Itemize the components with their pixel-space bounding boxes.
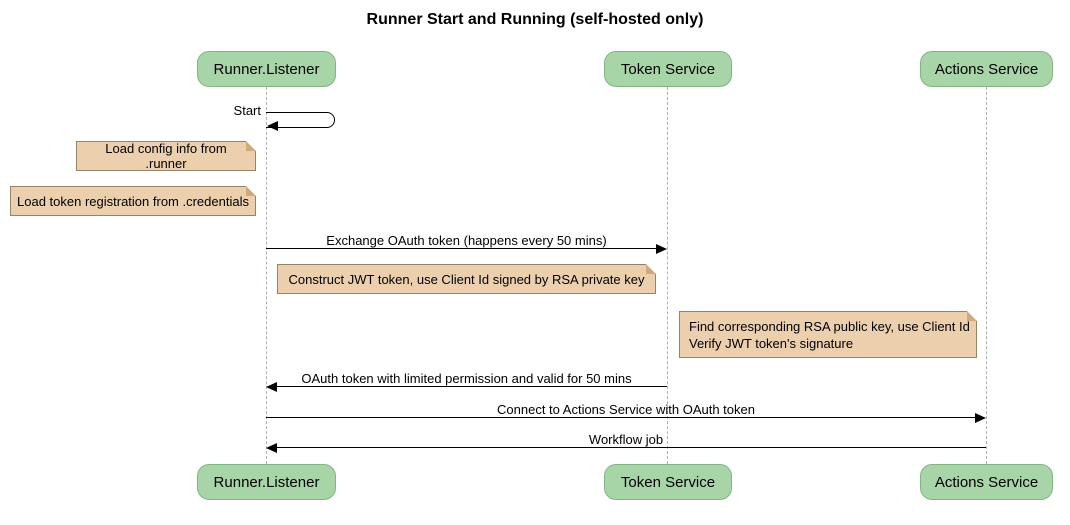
note-verify-jwt: Find corresponding RSA public key, use C… bbox=[679, 311, 977, 358]
note-text: Load config info from .runner bbox=[105, 141, 227, 171]
note-text: Construct JWT token, use Client Id signe… bbox=[288, 271, 645, 287]
participant-actions-service-bottom: Actions Service bbox=[920, 464, 1053, 500]
message-label-workflow-job: Workflow job bbox=[588, 432, 664, 447]
message-label-connect-actions: Connect to Actions Service with OAuth to… bbox=[497, 402, 755, 417]
participant-runner-listener-bottom: Runner.Listener bbox=[197, 464, 336, 500]
message-line bbox=[275, 386, 667, 387]
arrowhead-left-icon bbox=[266, 443, 277, 453]
note-fold-icon bbox=[246, 141, 256, 151]
arrowhead-left-icon bbox=[267, 121, 278, 131]
participant-label: Runner.Listener bbox=[213, 473, 320, 491]
message-line bbox=[266, 248, 658, 249]
participant-runner-listener-top: Runner.Listener bbox=[197, 51, 336, 87]
note-load-config: Load config info from .runner bbox=[76, 141, 256, 171]
participant-token-service-bottom: Token Service bbox=[604, 464, 732, 500]
note-fold-icon bbox=[246, 186, 256, 196]
participant-label: Actions Service bbox=[934, 60, 1039, 78]
self-message-loop bbox=[266, 112, 335, 128]
participant-token-service-top: Token Service bbox=[604, 51, 732, 87]
diagram-title: Runner Start and Running (self-hosted on… bbox=[366, 11, 704, 28]
participant-actions-service-top: Actions Service bbox=[920, 51, 1053, 87]
message-label-exchange-oauth: Exchange OAuth token (happens every 50 m… bbox=[326, 233, 607, 248]
note-fold-icon bbox=[967, 311, 977, 321]
participant-label: Actions Service bbox=[934, 473, 1039, 491]
message-label-oauth-return: OAuth token with limited permission and … bbox=[301, 371, 632, 386]
arrowhead-left-icon bbox=[266, 382, 277, 392]
note-fold-icon bbox=[646, 264, 656, 274]
participant-label: Token Service bbox=[620, 473, 716, 491]
lifeline-token-service bbox=[667, 87, 668, 464]
note-text: Find corresponding RSA public key, use C… bbox=[689, 318, 970, 351]
lifeline-actions-service bbox=[986, 87, 987, 464]
participant-label: Runner.Listener bbox=[213, 60, 320, 78]
arrowhead-right-icon bbox=[656, 244, 667, 254]
message-line bbox=[266, 417, 977, 418]
note-load-token-registration: Load token registration from .credential… bbox=[10, 186, 256, 216]
message-line bbox=[275, 447, 986, 448]
message-label-start: Start bbox=[233, 103, 261, 118]
note-construct-jwt: Construct JWT token, use Client Id signe… bbox=[277, 264, 656, 294]
arrowhead-right-icon bbox=[975, 413, 986, 423]
lifeline-runner-listener bbox=[266, 87, 267, 464]
note-text: Load token registration from .credential… bbox=[17, 193, 249, 209]
participant-label: Token Service bbox=[620, 60, 716, 78]
